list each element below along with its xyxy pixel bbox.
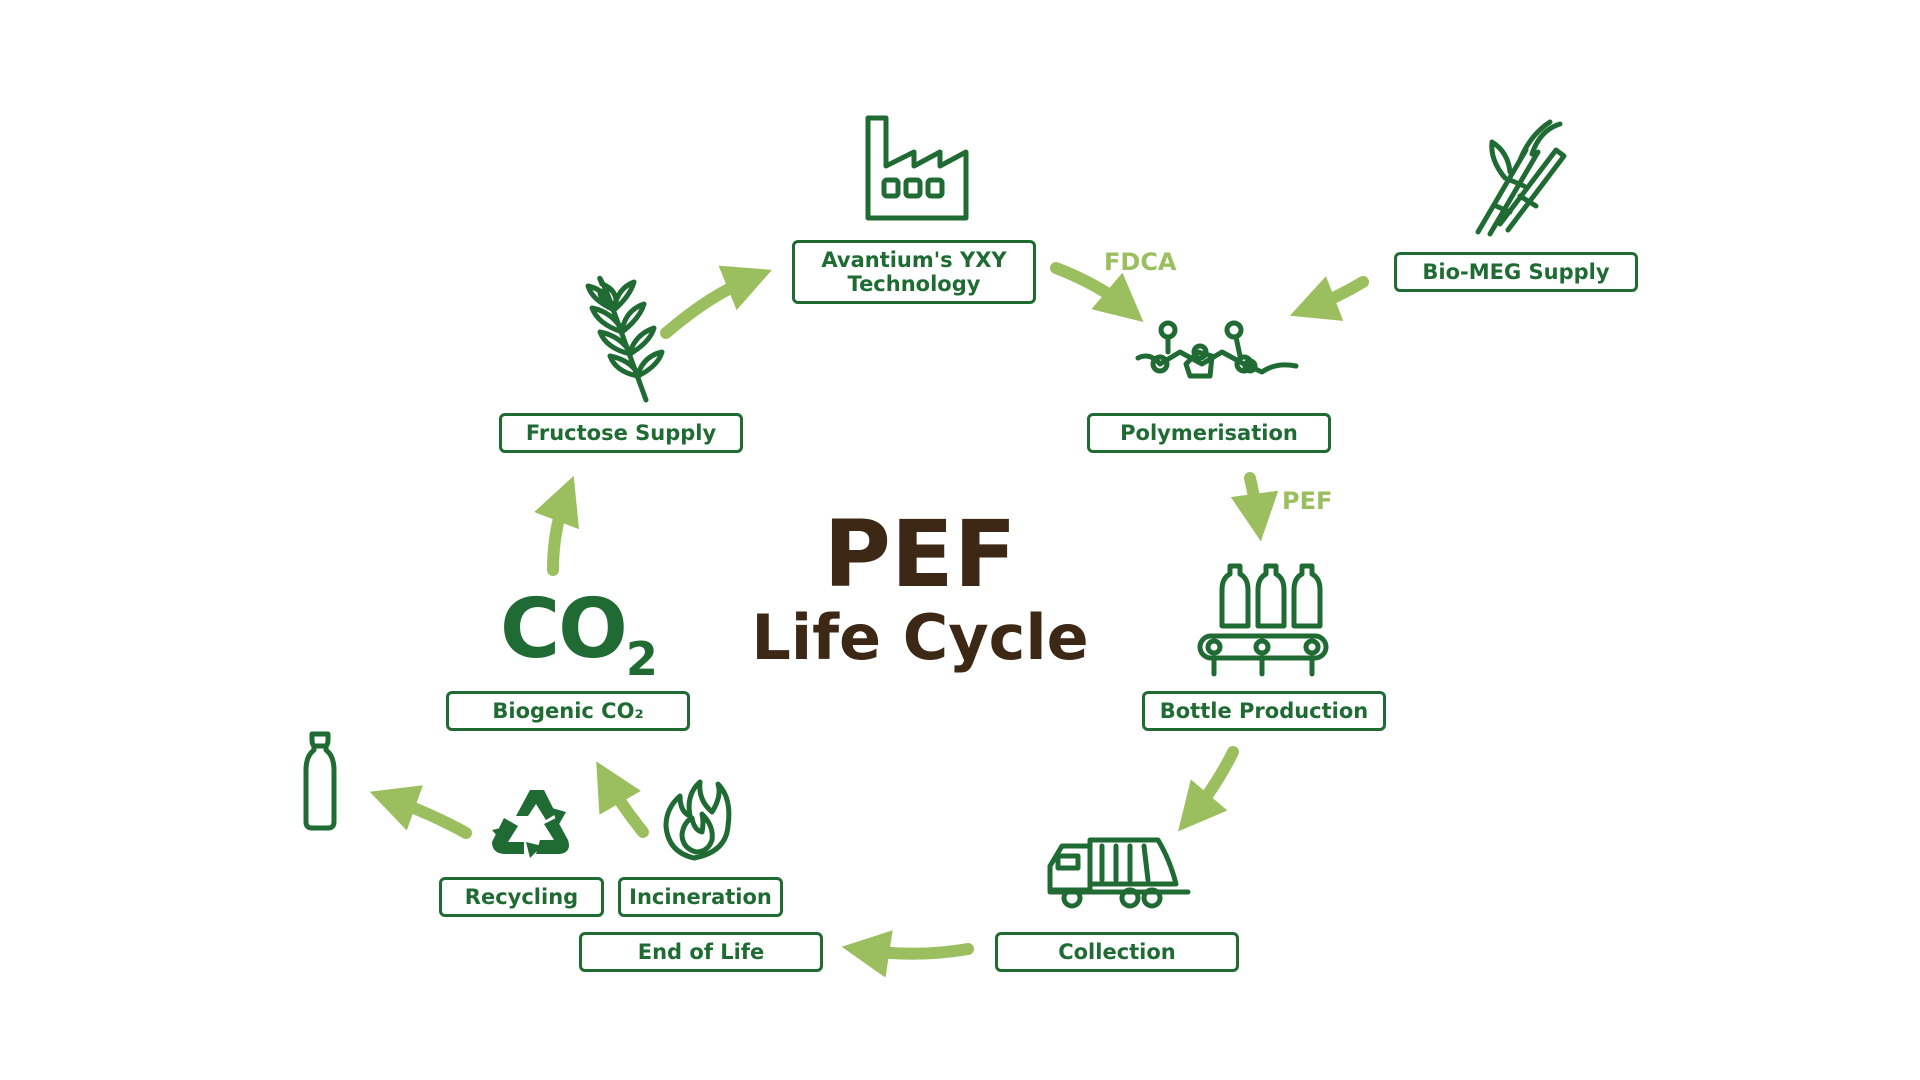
box-bottle-production: Bottle Production: [1142, 691, 1386, 731]
flow-label-pef: PEF: [1282, 487, 1333, 515]
box-end-of-life: End of Life: [579, 932, 823, 972]
arrow-incineration-to-biogenic: [596, 761, 649, 838]
box-recycling: Recycling: [439, 877, 604, 917]
bottle-icon: [303, 731, 337, 831]
sugarcane-icon: [1475, 119, 1567, 237]
factory-icon: [865, 115, 969, 221]
wheat-icon: [585, 275, 665, 403]
molecule-icon: [1135, 320, 1299, 379]
box-fructose-supply: Fructose Supply: [499, 413, 743, 453]
garbage-truck-icon: [1047, 837, 1191, 909]
arrow-co2-to-fructose: [534, 475, 579, 576]
box-incineration: Incineration: [618, 877, 783, 917]
arrow-polymerisation-to-bottle: [1230, 472, 1279, 542]
recycle-icon: [492, 790, 569, 858]
box-bio-meg-supply: Bio-MEG Supply: [1394, 252, 1638, 292]
center-title: PEF: [823, 501, 1017, 608]
co2-subscript: 2: [625, 632, 658, 686]
flow-label-fdca: FDCA: [1104, 248, 1177, 276]
center-subtitle: Life Cycle: [751, 601, 1089, 674]
arrow-recycling-to-bottle: [369, 785, 472, 839]
box-collection: Collection: [995, 932, 1239, 972]
arrow-fructose-to-avantium: [660, 265, 773, 339]
arrow-bottle-to-collection: [1177, 746, 1239, 832]
arrow-avantium-to-polymerisation: [1050, 262, 1144, 323]
box-avantium-technology: Avantium's YXY Technology: [792, 240, 1036, 304]
arrow-collection-to-endoflife: [841, 930, 974, 978]
co2-label: CO2: [500, 582, 658, 704]
bottles-conveyor-icon: [1197, 563, 1329, 677]
co2-main: CO: [500, 582, 628, 677]
arrow-biomeg-to-polymerisation: [1289, 276, 1369, 321]
box-biogenic-co2: Biogenic CO₂: [446, 691, 690, 731]
fire-icon: [663, 779, 732, 861]
box-polymerisation: Polymerisation: [1087, 413, 1331, 453]
